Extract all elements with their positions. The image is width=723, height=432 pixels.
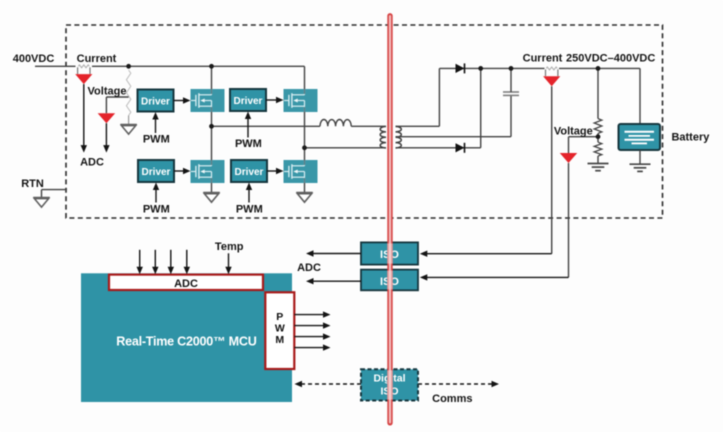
svg-text:RTN: RTN <box>21 178 44 190</box>
svg-text:Driver: Driver <box>141 96 170 107</box>
svg-text:W: W <box>275 323 285 335</box>
svg-text:ADC: ADC <box>297 262 321 274</box>
svg-text:Current: Current <box>77 53 117 65</box>
svg-text:PWM: PWM <box>235 138 262 150</box>
svg-text:Battery: Battery <box>671 132 710 144</box>
svg-text:Real-Time C2000™ MCU: Real-Time C2000™ MCU <box>116 334 256 348</box>
svg-text:ADC: ADC <box>80 157 104 169</box>
svg-text:250VDC–400VDC: 250VDC–400VDC <box>566 53 655 65</box>
svg-text:Driver: Driver <box>234 96 263 107</box>
svg-text:PWM: PWM <box>143 134 170 146</box>
svg-text:M: M <box>275 334 284 346</box>
svg-text:PWM: PWM <box>236 204 263 216</box>
svg-text:Driver: Driver <box>235 167 264 178</box>
svg-text:Driver: Driver <box>142 167 171 178</box>
svg-text:ADC: ADC <box>174 278 198 290</box>
svg-text:400VDC: 400VDC <box>13 53 55 65</box>
svg-text:Current: Current <box>523 53 563 65</box>
svg-text:P: P <box>276 311 283 323</box>
svg-text:PWM: PWM <box>143 204 170 216</box>
svg-text:Comms: Comms <box>432 393 472 405</box>
svg-text:Temp: Temp <box>215 241 244 253</box>
svg-text:Voltage: Voltage <box>554 126 593 138</box>
svg-text:Voltage: Voltage <box>88 85 127 97</box>
